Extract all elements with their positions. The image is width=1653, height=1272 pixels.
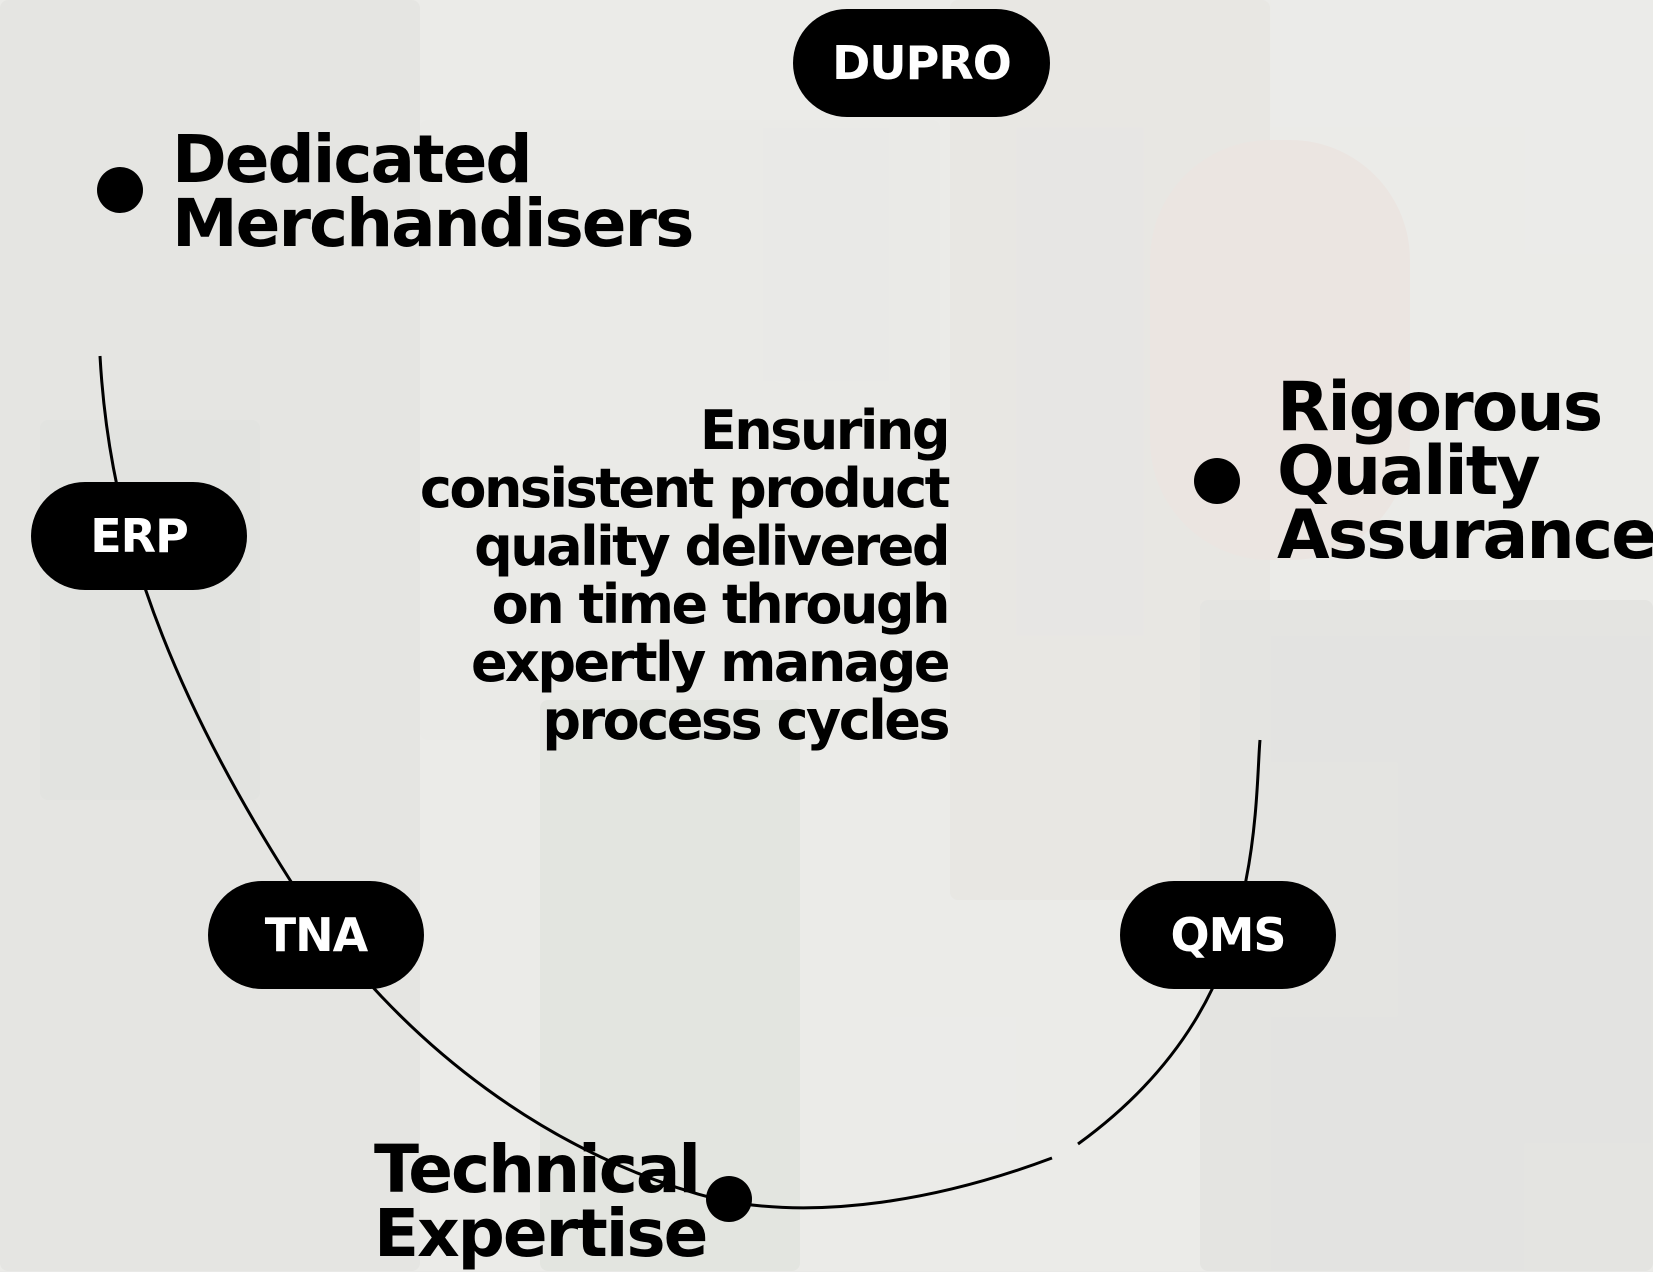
label-dedicated-merchandisers: Dedicated Merchandisers: [172, 121, 694, 262]
node-erp[interactable]: ERP: [31, 482, 247, 590]
bullet-rigorous-quality-assurance: [1194, 458, 1240, 504]
node-qms[interactable]: QMS: [1120, 881, 1336, 989]
cycle-arc-bottom: [719, 1156, 1053, 1210]
label-line: Quality: [1277, 432, 1541, 511]
label-line: Dedicated: [172, 121, 533, 198]
label-line: Rigorous: [1277, 368, 1603, 447]
label-rigorous-quality-assurance: Rigorous Quality Assurance: [1277, 368, 1653, 575]
label-line: Technical: [374, 1131, 701, 1208]
label-line: Expertise: [374, 1195, 708, 1272]
label-line: Assurance: [1277, 496, 1653, 575]
bullet-dedicated-merchandisers: [97, 167, 143, 213]
label-line: Merchandisers: [172, 185, 694, 262]
bullet-technical-expertise: [706, 1176, 752, 1222]
center-description: Ensuring consistent product quality deli…: [419, 399, 951, 752]
node-tna[interactable]: TNA: [208, 881, 424, 989]
label-technical-expertise: Technical Expertise: [374, 1131, 708, 1272]
node-dupro[interactable]: DUPRO: [793, 9, 1050, 117]
